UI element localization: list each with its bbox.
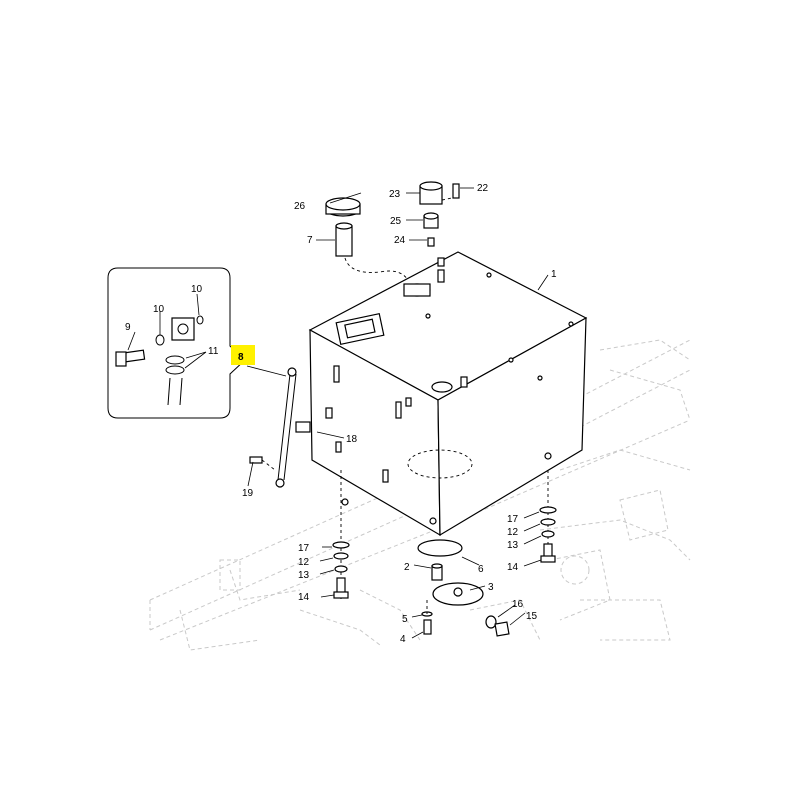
callout-11: 11 — [208, 346, 219, 357]
callout-25: 25 — [390, 216, 402, 227]
callout-3: 3 — [488, 582, 494, 593]
drain-assembly — [417, 539, 510, 637]
mount-stack-left — [332, 470, 350, 600]
callout-8-highlight — [231, 345, 255, 365]
callout-14-right: 14 — [507, 562, 519, 573]
callout-6: 6 — [478, 564, 484, 575]
callout-15: 15 — [526, 611, 538, 622]
callout-17-right: 17 — [507, 514, 519, 525]
callout-18: 18 — [346, 434, 358, 445]
callout-14-left: 14 — [298, 592, 310, 603]
callout-19: 19 — [242, 488, 254, 499]
callout-12-left: 12 — [298, 557, 310, 568]
callout-22: 22 — [477, 183, 489, 194]
callout-16: 16 — [512, 599, 524, 610]
callout-17-left: 17 — [298, 543, 310, 554]
detail-inset — [107, 267, 246, 419]
callout-7: 7 — [307, 235, 313, 246]
callout-23: 23 — [389, 189, 401, 200]
fuel-tank — [308, 251, 588, 537]
mount-stack-right — [539, 470, 557, 563]
callout-12-right: 12 — [507, 527, 519, 538]
fuel-line — [344, 257, 409, 281]
callout-13-left: 13 — [298, 570, 310, 581]
callout-24: 24 — [394, 235, 406, 246]
strainer-assembly — [325, 197, 361, 257]
leader-lines — [127, 187, 549, 639]
callout-2: 2 — [404, 562, 410, 573]
callout-labels: 1 26 7 23 22 25 24 9 10 10 11 8 18 19 6 … — [125, 183, 557, 645]
callout-9: 9 — [125, 322, 131, 333]
callout-10-left: 10 — [153, 304, 165, 315]
callout-26: 26 — [294, 201, 306, 212]
callout-5: 5 — [402, 614, 408, 625]
callout-10-right: 10 — [191, 284, 203, 295]
sensor-assembly — [419, 181, 460, 247]
callout-4: 4 — [400, 634, 406, 645]
callout-13-right: 13 — [507, 540, 519, 551]
callout-8: 8 — [238, 352, 244, 363]
level-gauge — [249, 367, 311, 488]
callout-1: 1 — [551, 269, 557, 280]
